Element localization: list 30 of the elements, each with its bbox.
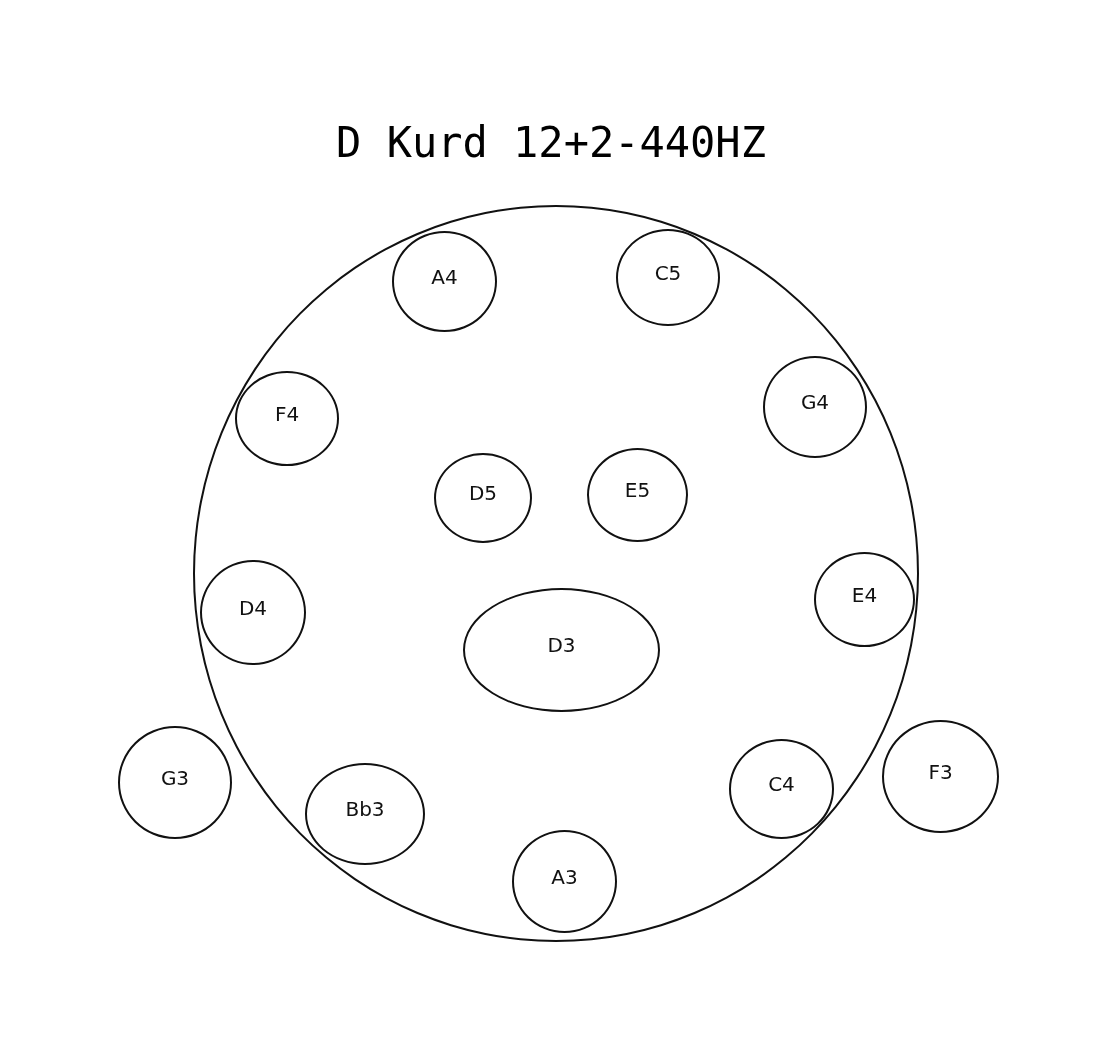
note-label: D4 [238, 595, 268, 620]
note-circle [200, 560, 306, 665]
note-circle [305, 763, 425, 865]
note-circle [235, 371, 339, 466]
note-label: E5 [624, 478, 651, 502]
note-circle [463, 588, 660, 712]
note-circle [118, 726, 232, 839]
note-circle [882, 720, 999, 833]
note-circle [434, 453, 532, 543]
note-label: C5 [654, 260, 682, 285]
diagram-title: D Kurd 12+2-440HZ [336, 118, 766, 167]
note-label: F4 [274, 401, 300, 426]
note-circle [763, 356, 867, 458]
note-circle [729, 739, 834, 839]
note-label: A3 [551, 864, 578, 889]
note-label: C4 [768, 772, 795, 796]
note-label: F3 [928, 759, 953, 784]
note-circle [512, 830, 617, 933]
note-label: E4 [851, 582, 878, 607]
note-label: A4 [431, 264, 458, 289]
note-label: Bb3 [345, 797, 385, 821]
note-label: D3 [547, 633, 576, 657]
note-circle [814, 552, 915, 647]
note-label: D5 [468, 481, 498, 505]
note-circle [616, 229, 720, 326]
note-label: G3 [160, 765, 190, 790]
handpan-outline [193, 205, 919, 942]
note-label: G4 [800, 390, 830, 414]
note-circle [392, 231, 497, 332]
note-circle [587, 448, 688, 542]
